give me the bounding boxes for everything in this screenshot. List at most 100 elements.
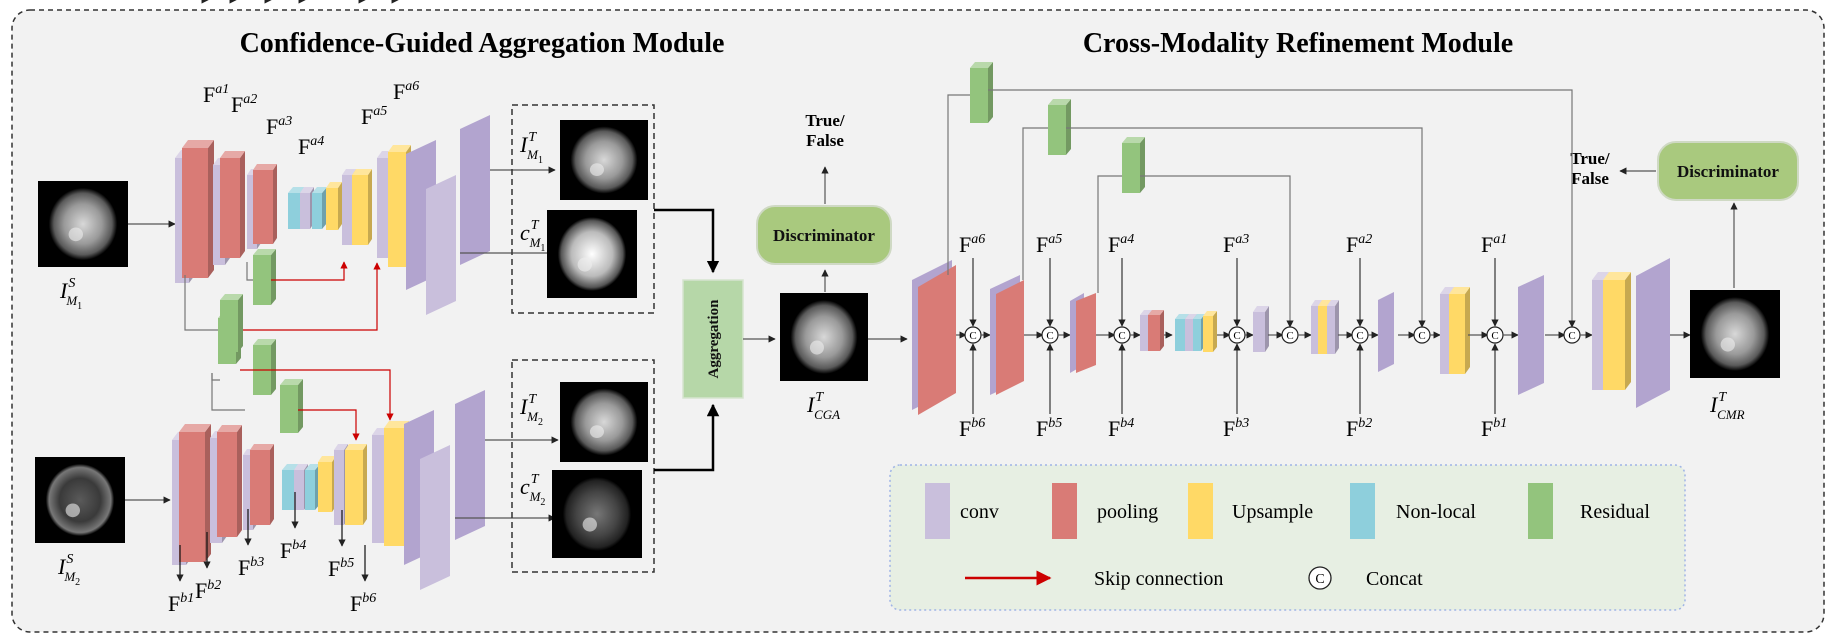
cmr-conv-11 xyxy=(1636,258,1670,408)
cmr-pool-2 xyxy=(996,280,1024,395)
cmr-label-sub: CMR xyxy=(1717,407,1745,422)
cmr-feat-a2: Fa2 xyxy=(1346,232,1372,257)
cmr-feat-a2-base: F xyxy=(1346,232,1358,257)
concat-7: C xyxy=(1413,326,1431,344)
concat-1: C xyxy=(964,326,982,344)
cmr-image-brain xyxy=(1700,297,1770,371)
cmr-feat-a3: Fa3 xyxy=(1223,232,1249,257)
output-image-c-m2-lesion xyxy=(582,517,597,532)
legend-swatch-upsample xyxy=(1188,483,1213,539)
cmr-residual-2-top xyxy=(1048,99,1071,105)
aggregation-label: Aggregation xyxy=(706,299,722,379)
feat-label-b3-base: F xyxy=(238,555,250,580)
cga-image-lesion xyxy=(809,340,825,355)
cmr-residual-2-front xyxy=(1048,105,1066,155)
bot-up-2-top xyxy=(345,444,367,450)
cmr-feat-a6-base: F xyxy=(959,232,971,257)
cmr-feat-a5-base: F xyxy=(1036,232,1048,257)
output-label-i-m1-subsub: 1 xyxy=(538,155,543,166)
output-label-c-m1-base: c xyxy=(520,220,530,245)
input-label-m1-subsub: 1 xyxy=(77,301,82,312)
cmr-feat-a1-sup: a1 xyxy=(1493,232,1507,247)
top-nonlocal-2-front xyxy=(312,193,322,229)
bot-conv-out-1-face xyxy=(420,445,450,590)
top-up-1-side xyxy=(338,182,342,230)
bot-up-2-side xyxy=(363,444,367,525)
skip-bot-2 xyxy=(240,369,394,421)
bot-pool-3-top xyxy=(250,444,274,450)
top-residual-1-side xyxy=(271,249,276,305)
cmr-pool-1-face xyxy=(918,265,956,415)
top-conv-nl-front xyxy=(300,193,310,229)
bot-residual-1-side xyxy=(298,379,303,433)
cmr-label-base: I xyxy=(1709,392,1719,417)
concat-6-symbol: C xyxy=(1356,330,1363,342)
input-label-m1-sup: S xyxy=(68,276,75,291)
cmr-conv-7-face xyxy=(1378,292,1394,372)
mid-residual-a-front xyxy=(220,300,238,352)
cmr-pool-3 xyxy=(1076,293,1096,373)
cmr-conv-6b-front xyxy=(1327,306,1335,354)
top-pool-1 xyxy=(182,140,214,278)
top-pool-1-top xyxy=(182,140,214,148)
output-label-i-m2-sup: T xyxy=(528,392,537,407)
cmr-res-in-1 xyxy=(947,94,970,275)
bot-up-3-front xyxy=(384,428,404,546)
bot-nonlocal-1-front xyxy=(282,470,294,510)
cmr-feat-b2-sup: b2 xyxy=(1358,416,1372,431)
legend-label-residual: Residual xyxy=(1580,501,1650,523)
output-label-i-m1-sub: M xyxy=(526,147,539,162)
top-pool-1-side xyxy=(208,140,214,278)
top-pool-3 xyxy=(253,164,277,244)
feat-label-a1: Fa1 xyxy=(203,82,229,107)
feat-label-b4-sup: b4 xyxy=(292,538,306,553)
cmr-feat-a5-sup: a5 xyxy=(1048,232,1062,247)
input-image-m2-brain xyxy=(45,463,115,537)
cmr-res-out-2 xyxy=(1066,127,1426,328)
cmr-up-4-top xyxy=(1603,272,1631,280)
cmr-up-1 xyxy=(1203,311,1217,352)
bot-nonlocal-2-top xyxy=(305,464,320,470)
top-up-1-front xyxy=(326,188,338,230)
top-up-2-top xyxy=(352,169,372,175)
legend-concat-symbol: C xyxy=(1315,572,1324,587)
discriminator-2: Discriminator xyxy=(1657,141,1799,201)
arrow-to-agg-bot xyxy=(654,403,720,472)
top-conv-out-1 xyxy=(426,175,456,315)
feat-label-a6-base: F xyxy=(393,79,405,104)
top-residual-1-top xyxy=(253,249,276,255)
mid-residual-a-top xyxy=(220,294,243,300)
cmr-feat-b6: Fb6 xyxy=(959,416,985,441)
concat-5-symbol: C xyxy=(1286,330,1293,342)
top-conv-out-2-face xyxy=(460,115,490,265)
bot-up-1-top xyxy=(318,456,336,462)
bot-conv-4-front xyxy=(334,450,344,525)
cmr-pool-1 xyxy=(918,265,956,415)
feat-label-b6-base: F xyxy=(350,591,362,616)
top-pool-2 xyxy=(220,151,245,258)
cmr-residual-1-top xyxy=(970,62,993,68)
input-label-m1-sub: M xyxy=(65,293,78,308)
cmr-up-3-side xyxy=(1465,287,1470,374)
cmr-conv-6b-top xyxy=(1327,300,1339,306)
cmr-conv-10-front xyxy=(1592,280,1604,390)
cmr-feat-a1: Fa1 xyxy=(1481,232,1507,257)
cmr-conv-11-face xyxy=(1636,258,1670,408)
top-conv-out-1-face xyxy=(426,175,456,315)
output-label-c-m2-sub: M xyxy=(529,489,542,504)
concat-3-symbol: C xyxy=(1118,330,1125,342)
feat-label-b1-sup: b1 xyxy=(180,591,194,606)
output-box-m2 xyxy=(511,359,655,573)
feat-label-a2-sup: a2 xyxy=(243,92,257,107)
feat-label-b6-sup: b6 xyxy=(362,591,376,606)
cmr-feat-a2-sup: a2 xyxy=(1358,232,1372,247)
cmr-feat-b6-base: F xyxy=(959,416,971,441)
bot-pool-3-front xyxy=(250,450,270,525)
cmr-nonlocal-2-top xyxy=(1193,314,1205,319)
cmr-feat-b4: Fb4 xyxy=(1108,416,1134,441)
bot-up-2-front xyxy=(345,450,363,525)
